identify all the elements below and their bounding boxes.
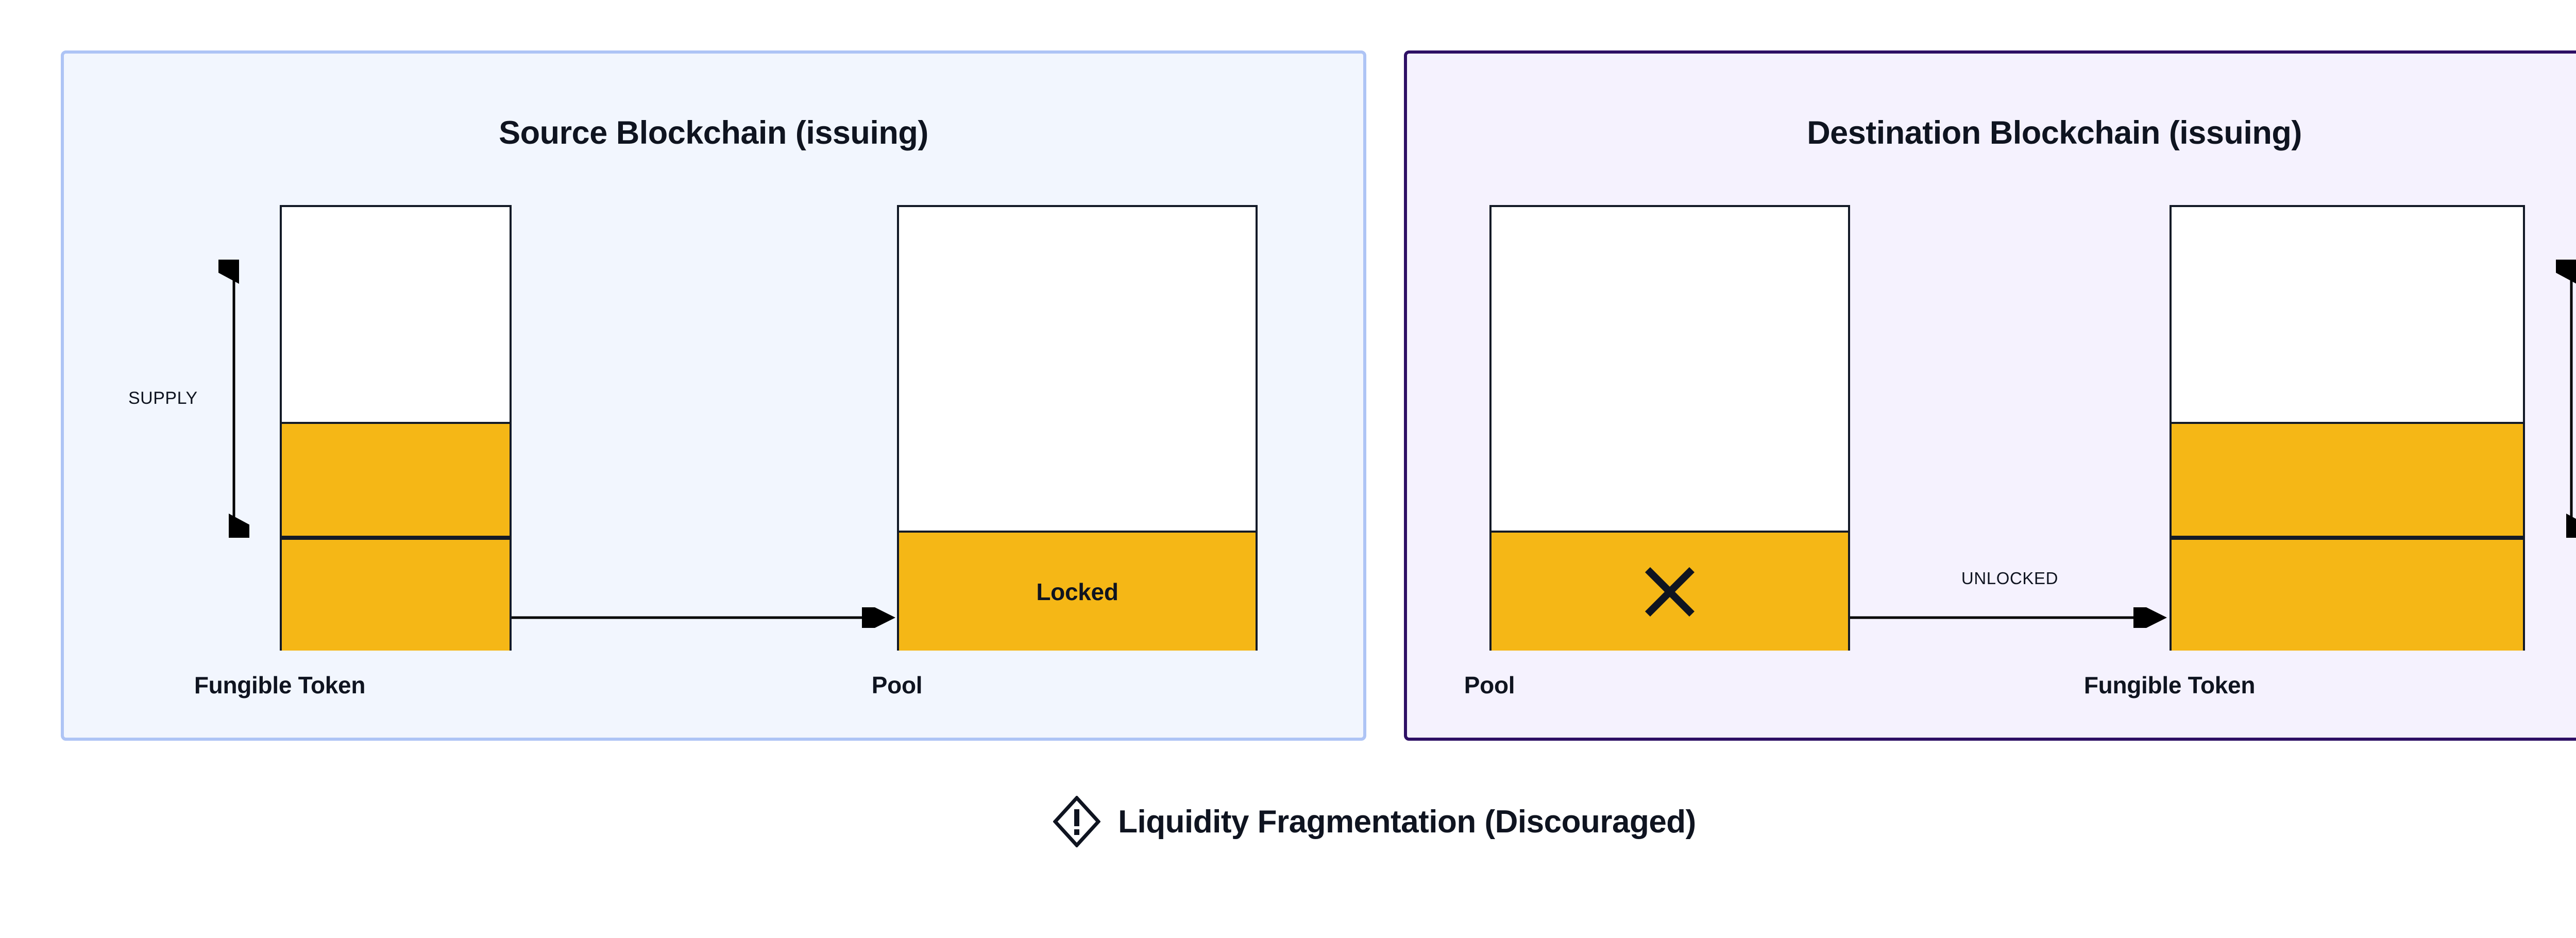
destination-fungible-token-segment-2: [2172, 538, 2523, 651]
panel-destination-blockchain: Destination Blockchain (issuing) Pool: [1404, 50, 2576, 741]
destination-fungible-token-segment-1-label: [2172, 424, 2523, 536]
source-fungible-token-segment-2: [282, 538, 510, 651]
destination-fungible-token-segment-2-label: [2172, 540, 2523, 651]
source-fungible-token-segment-2-label: [282, 540, 510, 651]
destination-pool-caption: Pool: [1464, 672, 1515, 698]
destination-fungible-token-bar: [2170, 205, 2525, 651]
source-pool-locked-label: Locked: [1036, 578, 1118, 605]
destination-pool-bar: [1489, 205, 1850, 651]
destination-pool-segment-blocked: [1492, 531, 1848, 651]
source-fungible-token-caption: Fungible Token: [194, 672, 366, 698]
panel-destination-title: Destination Blockchain (issuing): [1807, 115, 2302, 151]
panel-source-blockchain: Source Blockchain (issuing) SUPPLY: [61, 50, 1366, 741]
source-pool-caption: Pool: [871, 672, 923, 698]
destination-fungible-token-caption: Fungible Token: [2083, 672, 2256, 698]
destination-fungible-token-segment-1: [2172, 422, 2523, 538]
source-pool-bar: Locked: [897, 205, 1258, 651]
source-supply-arrow: [218, 260, 249, 538]
source-fungible-token-segment-1-label: [282, 424, 510, 536]
destination-flow-arrow: [1850, 607, 2170, 628]
source-flow-arrow: [512, 607, 898, 628]
footer-note: Liquidity Fragmentation (Discouraged): [0, 796, 2576, 847]
footer-note-text: Liquidity Fragmentation (Discouraged): [1118, 804, 1696, 840]
source-fungible-token-segment-1: [282, 422, 510, 538]
cross-mark-icon: [1492, 533, 1848, 651]
warning-diamond-icon: [1053, 796, 1101, 847]
destination-supply-arrow: [2556, 260, 2576, 538]
destination-flow-label: UNLOCKED: [1961, 569, 2059, 588]
panel-source-title: Source Blockchain (issuing): [499, 115, 928, 151]
source-fungible-token-bar: [280, 205, 512, 651]
source-pool-segment-locked: Locked: [899, 531, 1256, 651]
source-supply-label: SUPPLY: [128, 388, 198, 408]
